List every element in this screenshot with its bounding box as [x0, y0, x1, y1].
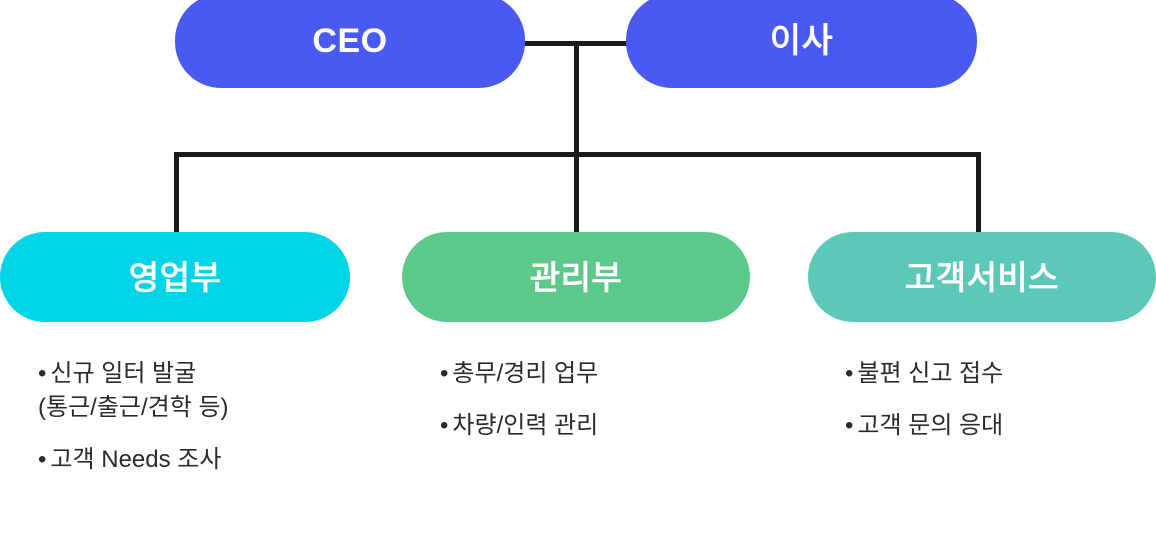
node-sales-label: 영업부	[128, 258, 222, 296]
node-ceo-label: CEO	[312, 22, 388, 60]
tasklist-service: 불편 신고 접수 고객 문의 응대	[845, 357, 1155, 443]
task-item: (통근/출근/견학 등)	[38, 394, 229, 422]
node-director-label: 이사	[769, 22, 834, 60]
node-sales[interactable]: 영업부	[0, 232, 350, 322]
node-admin-label: 관리부	[529, 258, 623, 296]
node-service-label: 고객서비스	[904, 258, 1060, 296]
task-item: 차량/인력 관리	[440, 409, 750, 443]
connector-drop-sales	[174, 152, 179, 234]
task-item: 신규 일터 발굴	[38, 357, 368, 391]
node-service[interactable]: 고객서비스	[808, 232, 1156, 322]
task-spacer	[38, 425, 368, 443]
task-item: 고객 Needs 조사	[38, 443, 368, 477]
tasklist-admin: 총무/경리 업무 차량/인력 관리	[440, 357, 750, 443]
task-item: 불편 신고 접수	[845, 357, 1155, 391]
connector-drop-service	[976, 152, 981, 234]
task-item: 고객 문의 응대	[845, 409, 1155, 443]
connector-vertical-trunk	[574, 41, 579, 156]
task-item: 총무/경리 업무	[440, 357, 750, 391]
node-director[interactable]: 이사	[626, 0, 977, 88]
tasklist-sales: 신규 일터 발굴 (통근/출근/견학 등) 고객 Needs 조사	[38, 357, 368, 477]
task-spacer	[845, 391, 1155, 409]
task-spacer	[440, 391, 750, 409]
connector-drop-admin	[574, 152, 579, 234]
node-admin[interactable]: 관리부	[402, 232, 750, 322]
node-ceo[interactable]: CEO	[175, 0, 525, 88]
